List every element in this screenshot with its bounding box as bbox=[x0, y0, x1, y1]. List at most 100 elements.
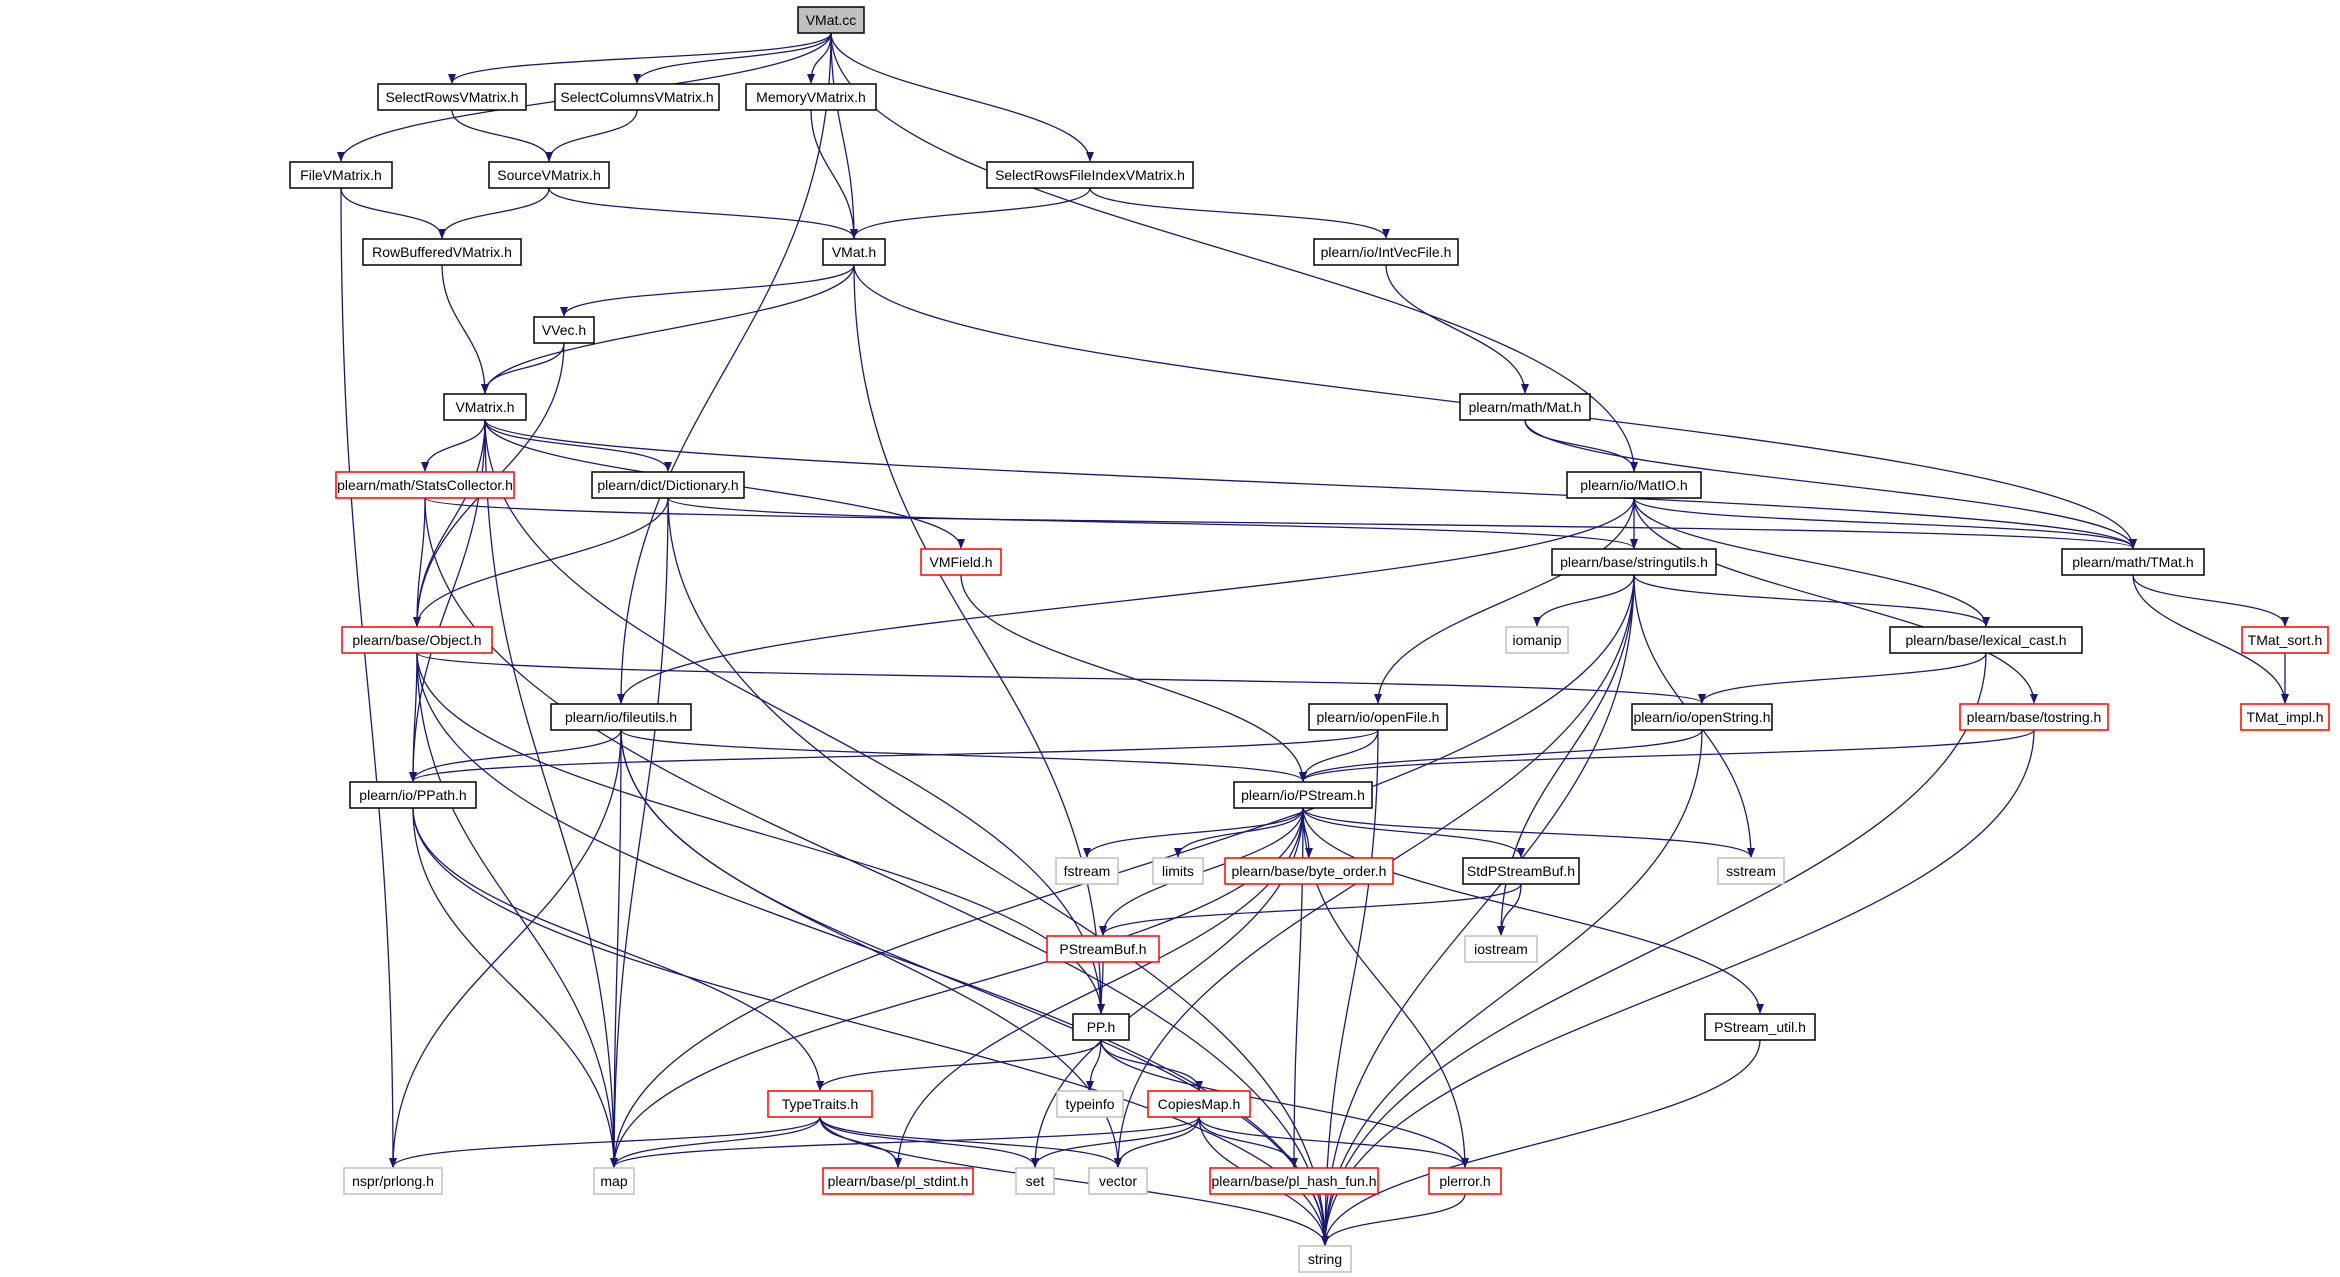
node-label: SelectColumnsVMatrix.h bbox=[560, 89, 713, 105]
node-selectrows[interactable]: SelectRowsVMatrix.h bbox=[377, 83, 527, 111]
node-pstream[interactable]: plearn/io/PStream.h bbox=[1233, 781, 1373, 809]
node-label: TMat_impl.h bbox=[2246, 709, 2323, 725]
edge-openfile-to-string bbox=[1321, 729, 1379, 1246]
node-box bbox=[488, 161, 610, 189]
edge-openstring-to-string bbox=[1321, 729, 1703, 1246]
node-label: plearn/base/lexical_cast.h bbox=[1905, 632, 2066, 648]
edge-typetraits-to-vector bbox=[819, 1116, 1122, 1168]
node-tmat[interactable]: plearn/math/TMat.h bbox=[2061, 548, 2205, 576]
node-intvec[interactable]: plearn/io/IntVecFile.h bbox=[1313, 238, 1459, 266]
edge-dict-to-map bbox=[610, 497, 669, 1168]
node-ppath[interactable]: plearn/io/PPath.h bbox=[349, 781, 477, 809]
edge-dict-to-object bbox=[413, 497, 669, 627]
node-vmat-cc: VMat.cc bbox=[797, 6, 865, 34]
node-pstreambuf[interactable]: PStreamBuf.h bbox=[1046, 935, 1160, 963]
node-box bbox=[1566, 471, 1702, 499]
node-pstreamutil[interactable]: PStream_util.h bbox=[1704, 1013, 1816, 1041]
edge-stringutils-to-lexcast bbox=[1633, 574, 1990, 627]
node-lexcast[interactable]: plearn/base/lexical_cast.h bbox=[1889, 626, 2083, 654]
node-box bbox=[1147, 1090, 1251, 1118]
node-srfi[interactable]: SelectRowsFileIndexVMatrix.h bbox=[986, 161, 1194, 189]
edge-lexcast-to-string bbox=[1321, 652, 1987, 1246]
node-fileutils[interactable]: plearn/io/fileutils.h bbox=[550, 703, 692, 731]
edge-matio-to-tmat bbox=[1633, 497, 2137, 549]
edge-matio-to-openfile bbox=[1374, 497, 1635, 704]
edge-statscol-to-object bbox=[413, 497, 426, 627]
node-string: string bbox=[1298, 1245, 1352, 1273]
edge-typetraits-to-map bbox=[610, 1116, 821, 1168]
node-label: map bbox=[600, 1173, 627, 1189]
node-sstream: sstream bbox=[1717, 857, 1785, 885]
edge-openstring-to-pstream bbox=[1299, 729, 1703, 782]
edge-typetraits-to-plstdint bbox=[819, 1116, 902, 1168]
edge-tostring-to-pstream bbox=[1299, 729, 2035, 782]
node-object[interactable]: plearn/base/Object.h bbox=[341, 626, 493, 654]
node-fstream: fstream bbox=[1055, 857, 1119, 885]
node-filevm[interactable]: FileVMatrix.h bbox=[289, 161, 393, 189]
edge-ppath-to-string bbox=[412, 807, 1329, 1246]
node-label: plearn/io/MatIO.h bbox=[1580, 477, 1687, 493]
node-vmfield[interactable]: VMField.h bbox=[920, 548, 1002, 576]
node-mat[interactable]: plearn/math/Mat.h bbox=[1459, 393, 1591, 421]
node-openstring[interactable]: plearn/io/openString.h bbox=[1631, 703, 1773, 731]
node-label: SelectRowsVMatrix.h bbox=[385, 89, 518, 105]
node-box bbox=[745, 83, 877, 111]
node-stringutils[interactable]: plearn/base/stringutils.h bbox=[1551, 548, 1717, 576]
node-sourcevm[interactable]: SourceVMatrix.h bbox=[488, 161, 610, 189]
edge-selectrows-to-sourcevm bbox=[451, 109, 553, 162]
node-memory[interactable]: MemoryVMatrix.h bbox=[745, 83, 877, 111]
node-statscol[interactable]: plearn/math/StatsCollector.h bbox=[335, 471, 515, 499]
node-stdpsb[interactable]: StdPStreamBuf.h bbox=[1462, 857, 1580, 885]
node-box bbox=[1209, 1167, 1379, 1195]
node-box bbox=[1462, 857, 1580, 885]
node-byteorder[interactable]: plearn/base/byte_order.h bbox=[1224, 857, 1394, 885]
node-box bbox=[2240, 703, 2330, 731]
node-dict[interactable]: plearn/dict/Dictionary.h bbox=[591, 471, 745, 499]
node-box bbox=[554, 83, 720, 111]
node-box bbox=[1313, 238, 1459, 266]
node-rowbuf[interactable]: RowBufferedVMatrix.h bbox=[362, 238, 522, 266]
node-vmatrix[interactable]: VMatrix.h bbox=[443, 393, 527, 421]
edge-vmatrix-to-pp bbox=[484, 419, 1105, 1014]
node-box bbox=[289, 161, 393, 189]
node-plstdint[interactable]: plearn/base/pl_stdint.h bbox=[822, 1167, 974, 1195]
node-label: plearn/base/tostring.h bbox=[1967, 709, 2102, 725]
node-copiesmap[interactable]: CopiesMap.h bbox=[1147, 1090, 1251, 1118]
node-selectcols[interactable]: SelectColumnsVMatrix.h bbox=[554, 83, 720, 111]
node-pp[interactable]: PP.h bbox=[1072, 1013, 1130, 1041]
node-tmatsort[interactable]: TMat_sort.h bbox=[2241, 626, 2329, 654]
node-label: vector bbox=[1099, 1173, 1137, 1189]
node-label: plearn/io/openString.h bbox=[1634, 709, 1771, 725]
node-box bbox=[362, 238, 522, 266]
node-box bbox=[1959, 703, 2109, 731]
node-vmat-h[interactable]: VMat.h bbox=[822, 238, 886, 266]
node-typetraits[interactable]: TypeTraits.h bbox=[767, 1090, 873, 1118]
edge-copiesmap-to-hashfun bbox=[1198, 1116, 1298, 1168]
edge-pstream-to-stdpsb bbox=[1302, 807, 1525, 858]
node-tostring[interactable]: plearn/base/tostring.h bbox=[1959, 703, 2109, 731]
node-label: MemoryVMatrix.h bbox=[756, 89, 866, 105]
edge-memory-to-vmat_h bbox=[810, 109, 858, 239]
node-hashfun[interactable]: plearn/base/pl_hash_fun.h bbox=[1209, 1167, 1379, 1195]
node-plerror[interactable]: plerror.h bbox=[1428, 1167, 1502, 1195]
node-matio[interactable]: plearn/io/MatIO.h bbox=[1566, 471, 1702, 499]
edge-pstream-to-fstream bbox=[1083, 807, 1304, 858]
edge-vmatrix-to-dict bbox=[484, 419, 672, 472]
node-tmatimpl[interactable]: TMat_impl.h bbox=[2240, 703, 2330, 731]
node-vvec[interactable]: VVec.h bbox=[533, 316, 595, 344]
edge-object-to-map bbox=[416, 652, 618, 1168]
node-box bbox=[343, 1167, 443, 1195]
edge-stringutils-to-iomanip bbox=[1533, 574, 1635, 627]
node-label: nspr/prlong.h bbox=[352, 1173, 434, 1189]
node-box bbox=[1631, 703, 1773, 731]
node-openfile[interactable]: plearn/io/openFile.h bbox=[1308, 703, 1448, 731]
node-box bbox=[1505, 626, 1569, 654]
node-label: VMat.h bbox=[832, 244, 876, 260]
node-box bbox=[1055, 857, 1119, 885]
edge-srfi-to-vmat_h bbox=[850, 187, 1091, 239]
node-label: plearn/base/byte_order.h bbox=[1232, 863, 1387, 879]
node-box bbox=[2061, 548, 2205, 576]
node-label: plearn/base/pl_stdint.h bbox=[828, 1173, 969, 1189]
node-label: StdPStreamBuf.h bbox=[1467, 863, 1575, 879]
